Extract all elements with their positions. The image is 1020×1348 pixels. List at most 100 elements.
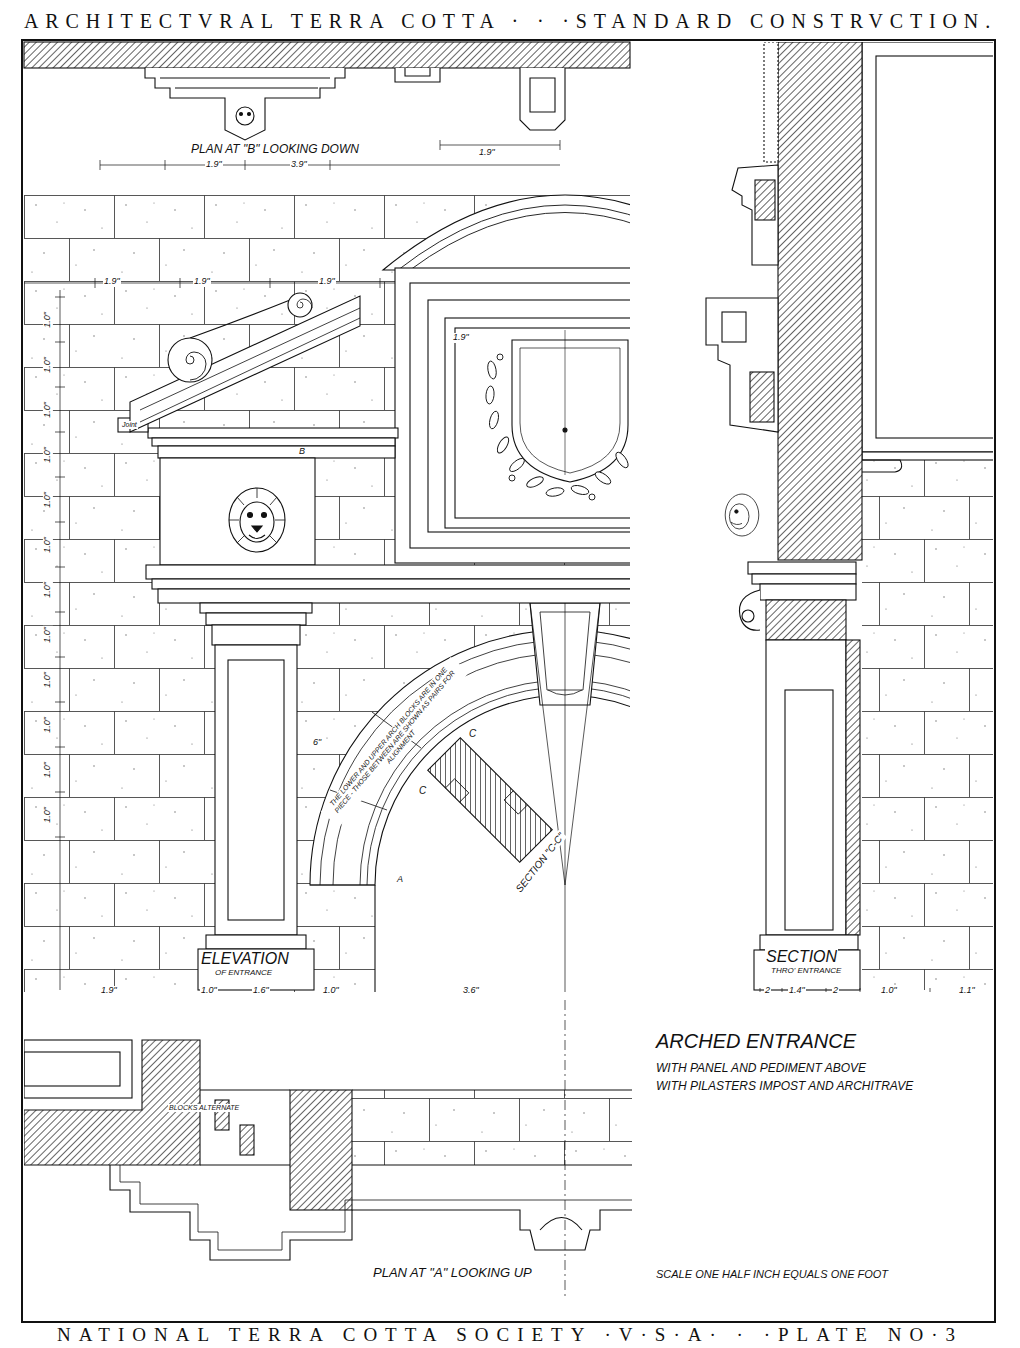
elevation-part-part xyxy=(485,386,495,405)
elevation-part-part xyxy=(589,494,595,500)
elevation-part-part xyxy=(509,475,515,481)
elevation-part-part xyxy=(508,456,527,474)
section-thro-entrance-part xyxy=(752,574,856,584)
section-thro-entrance-part xyxy=(760,584,856,600)
elevation-part xyxy=(60,290,61,990)
section-thro-entrance-part xyxy=(706,298,778,432)
drawing-label: 2 xyxy=(832,986,839,996)
elevation-part xyxy=(152,579,630,589)
elevation-part xyxy=(130,296,360,432)
drawing-label: OF ENTRANCE xyxy=(214,969,273,978)
plan-b-part xyxy=(240,113,243,116)
drawing-label: 3.6" xyxy=(462,986,480,996)
elevation-part xyxy=(55,297,65,837)
plan-a-part xyxy=(290,1090,352,1210)
plan-b-part xyxy=(236,107,254,125)
elevation-part-part xyxy=(614,450,630,469)
drawing-label: 1.0" xyxy=(43,626,53,644)
section-thro-entrance-part xyxy=(785,690,833,930)
elevation-part xyxy=(530,600,600,992)
drawing-label: 1.9" xyxy=(205,160,223,170)
elevation-part xyxy=(24,278,630,992)
plate-caption: NATIONAL TERRA COTTA SOCIETY ·V·S·A· · ·… xyxy=(56,1325,964,1346)
plan-a-part xyxy=(110,1165,632,1260)
section-thro-entrance xyxy=(706,42,993,992)
elevation-part xyxy=(395,268,630,563)
elevation-part-part xyxy=(249,535,265,539)
section-thro-entrance-part xyxy=(862,460,902,472)
plan-b-part xyxy=(145,68,345,140)
elevation-part xyxy=(200,603,312,613)
drawing-label: 1.9" xyxy=(452,333,470,343)
plan-b-part xyxy=(100,140,560,170)
elevation-part-part xyxy=(229,488,285,543)
elevation-part-part xyxy=(545,486,564,497)
plan-a-part xyxy=(565,1000,566,1300)
elevation-part xyxy=(206,935,306,949)
drawing-label: 1.1" xyxy=(958,986,976,996)
drawing-label: A xyxy=(396,875,404,885)
elevation-part xyxy=(374,885,375,992)
elevation-part xyxy=(288,293,312,317)
drawing-label: 1.9" xyxy=(193,277,211,287)
plan-a-part xyxy=(24,1040,200,1165)
plate-frame xyxy=(22,40,995,1322)
section-thro-entrance-part xyxy=(739,590,760,630)
section-thro-entrance-part-part xyxy=(731,522,742,525)
drawing-label: 1.0" xyxy=(43,491,53,509)
drawing-label: 2 xyxy=(764,986,771,996)
elevation-part xyxy=(148,428,398,438)
section-thro-entrance-part xyxy=(750,372,774,422)
drawing-label: C xyxy=(418,785,427,796)
drawing-label: 1.0" xyxy=(43,671,53,689)
elevation-part xyxy=(152,438,395,446)
elevation-part xyxy=(565,330,566,475)
elevation-part xyxy=(229,488,285,552)
drawing-label: B xyxy=(298,447,306,457)
section-thro-entrance-part xyxy=(755,180,775,220)
section-thro-entrance-part xyxy=(862,452,993,460)
plan-b-part xyxy=(520,68,565,130)
drawing-label: SECTION xyxy=(765,948,838,966)
elevation-part xyxy=(215,645,297,935)
section-thro-entrance-part-part xyxy=(735,510,739,514)
drawing-label: 1.4" xyxy=(788,986,806,996)
section-thro-entrance-part-part xyxy=(725,494,759,536)
plan-b-part xyxy=(395,68,440,82)
drawing-label: 1.0" xyxy=(43,581,53,599)
drawing-label: 1.0" xyxy=(43,446,53,464)
elevation-part xyxy=(190,300,290,338)
plan-b xyxy=(24,42,630,170)
elevation-part xyxy=(512,340,628,482)
elevation-part xyxy=(563,428,567,432)
drawing-label: 1.9" xyxy=(100,986,118,996)
elevation-part xyxy=(455,328,630,518)
drawing-label: 3.9" xyxy=(290,160,308,170)
plan-a-part xyxy=(120,1165,632,1250)
section-thro-entrance-part xyxy=(778,42,862,560)
drawing-label: ARCHED ENTRANCE xyxy=(655,1030,857,1052)
drawing-label: 1.0" xyxy=(43,806,53,824)
elevation-part xyxy=(428,738,552,862)
elevation-part xyxy=(297,299,312,308)
section-thro-entrance-part xyxy=(766,640,846,935)
drawing-label: PLAN AT "B" LOOKING DOWN xyxy=(190,143,360,156)
elevation-part xyxy=(228,660,284,920)
drawing-label: 1.0" xyxy=(43,356,53,374)
drawing-label: THE LOWER AND UPPER ARCH BLOCKS ARE IN O… xyxy=(321,657,469,827)
drawing-label: Joint xyxy=(121,421,138,429)
plan-a-part xyxy=(240,1125,254,1155)
drawing-label: 1.9" xyxy=(318,277,336,287)
section-thro-entrance-part xyxy=(722,312,746,342)
elevation xyxy=(24,195,630,992)
elevation-part-part xyxy=(229,488,285,552)
section-thro-entrance-part xyxy=(846,640,860,935)
elevation-part xyxy=(146,565,630,579)
drawing-label: PLAN AT "A" LOOKING UP xyxy=(372,1266,533,1280)
plan-b-part xyxy=(248,113,251,116)
elevation-part xyxy=(198,949,314,990)
drawing-label: WITH PILASTERS IMPOST AND ARCHITRAVE xyxy=(655,1080,914,1093)
elevation-part xyxy=(158,446,395,458)
